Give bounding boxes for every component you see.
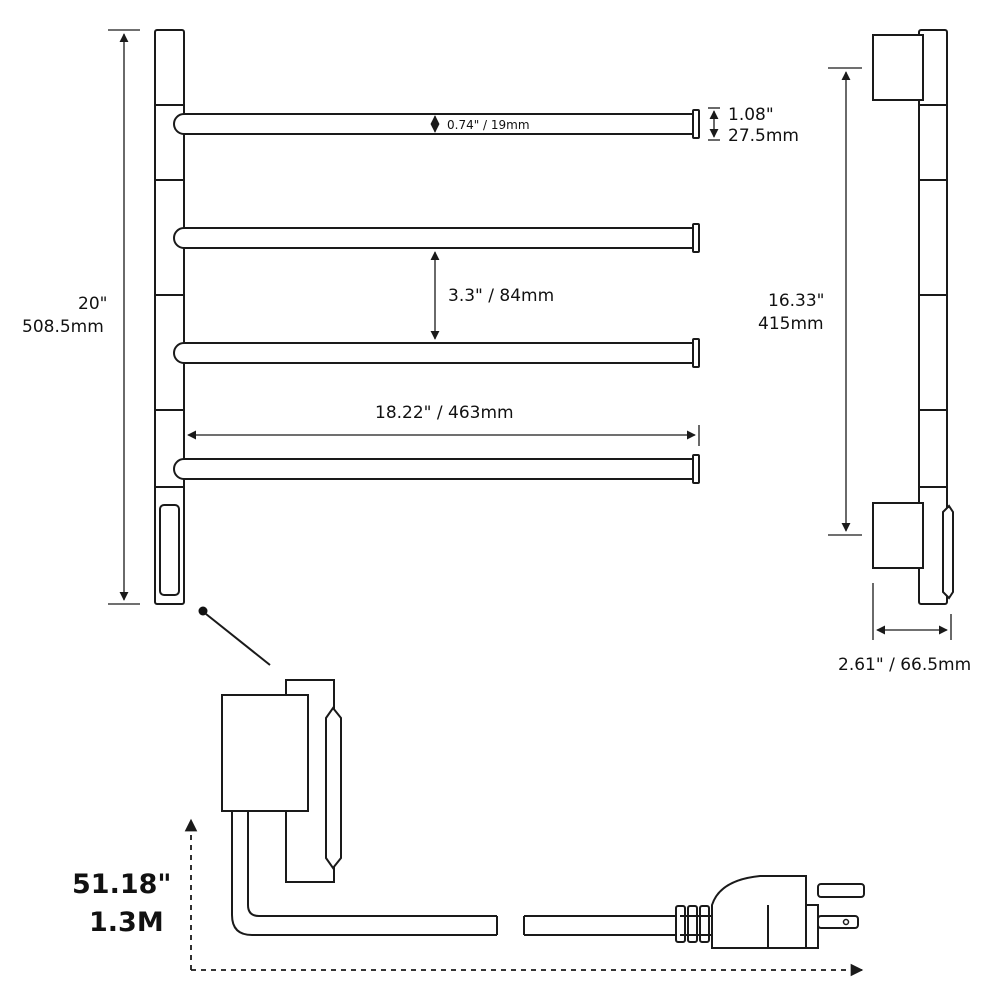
towel-bar-2 <box>173 223 700 253</box>
depth-dimension: 2.61" / 66.5mm <box>838 583 971 675</box>
end-cap-inches-label: 1.08" <box>728 105 774 125</box>
bar-spacing-label: 3.3" / 84mm <box>448 286 554 306</box>
end-cap-mm-label: 27.5mm <box>728 126 799 146</box>
end-cap-dimension: 1.08" 27.5mm <box>708 105 799 146</box>
height-dimension: 20" 508.5mm <box>22 29 140 605</box>
bar-diameter-dimension: 0.74" / 19mm <box>430 115 530 133</box>
depth-label: 2.61" / 66.5mm <box>838 655 971 675</box>
side-switch <box>942 504 954 600</box>
mount-spacing-mm-label: 415mm <box>758 314 824 334</box>
plug-prong-bottom <box>817 915 859 929</box>
power-switch <box>159 504 180 596</box>
plug-head <box>711 875 807 949</box>
power-cord <box>231 811 497 936</box>
callout-pointer <box>198 606 271 666</box>
plug-assembly <box>221 679 865 949</box>
towel-bar-3 <box>173 338 700 368</box>
front-post <box>154 29 185 605</box>
bar-length-dimension: 18.22" / 463mm <box>187 403 700 446</box>
side-post <box>918 29 948 605</box>
mount-spacing-inches-label: 16.33" <box>768 291 825 311</box>
bar-diameter-label: 0.74" / 19mm <box>447 118 530 132</box>
side-view: 16.33" 415mm 2.61" / 66.5mm <box>758 29 971 675</box>
junction-box <box>221 694 309 812</box>
cord-length-inches-label: 51.18" <box>72 869 171 900</box>
height-inches-label: 20" <box>78 294 107 314</box>
top-mount-block <box>872 34 924 101</box>
towel-bar-4 <box>173 454 700 484</box>
mount-spacing-dimension: 16.33" 415mm <box>758 67 862 536</box>
plug-prong-top <box>817 883 865 898</box>
bar-length-label: 18.22" / 463mm <box>375 403 514 423</box>
detail-switch <box>325 706 342 870</box>
bottom-mount-block <box>872 502 924 569</box>
cord-length-m-label: 1.3M <box>89 907 164 938</box>
bar-spacing-dimension: 3.3" / 84mm <box>430 251 554 340</box>
towel-bar-1 <box>173 109 700 139</box>
cord-length-dimension: 51.18" 1.3M <box>72 818 864 977</box>
height-mm-label: 508.5mm <box>22 317 104 337</box>
front-view: 20" 508.5mm 0.74" / 19mm 1.08" 27.5mm 3.… <box>22 29 799 605</box>
